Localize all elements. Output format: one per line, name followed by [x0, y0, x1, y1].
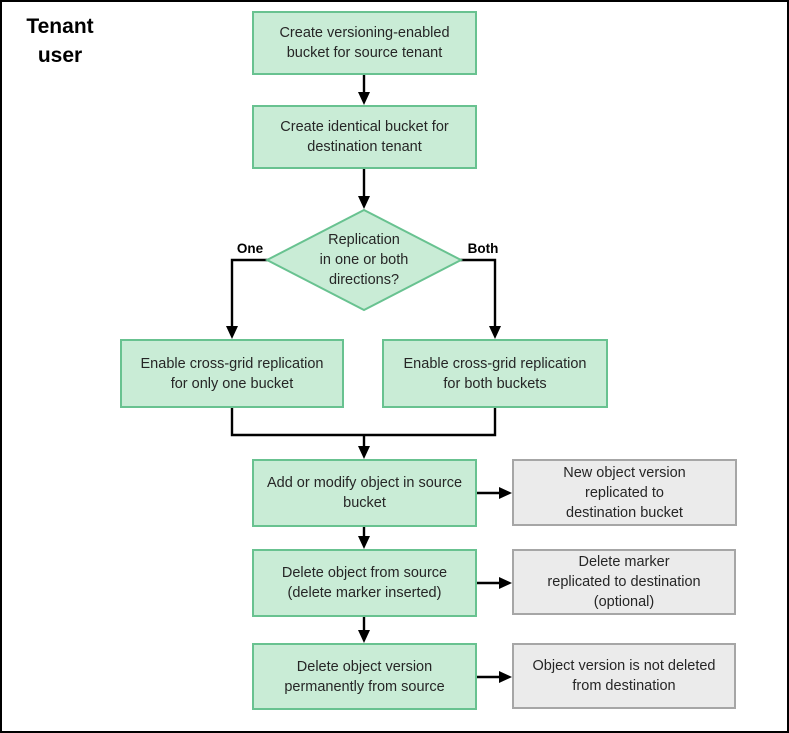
node-add-modify-object: Add or modify object in source bucket	[252, 459, 477, 527]
node-create-destination-bucket: Create identical bucket for destination …	[252, 105, 477, 169]
node-label: Delete object from source (delete marker…	[281, 565, 448, 601]
connector-branch-one	[226, 258, 268, 339]
node-delete-object-source: Delete object from source (delete marker…	[252, 549, 477, 617]
decision-diamond-shape	[264, 208, 464, 312]
node-enable-one-bucket: Enable cross-grid replication for only o…	[120, 339, 344, 408]
branch-label-one: One	[236, 241, 264, 256]
node-create-source-bucket: Create versioning-enabled bucket for sou…	[252, 11, 477, 75]
node-label: Delete object version permanently from s…	[284, 658, 445, 695]
node-label: Enable cross-grid replication for both b…	[403, 355, 587, 392]
decision-label: Replication in one or both directions?	[319, 232, 409, 288]
outcome-delete-marker-replicated: Delete marker replicated to destination …	[512, 549, 736, 615]
outcome-new-version-replicated: New object version replicated to destina…	[512, 459, 737, 526]
actor-label: Tenant user	[26, 15, 94, 67]
outcome-label: Object version is not deleted from desti…	[532, 658, 716, 694]
node-enable-both-buckets: Enable cross-grid replication for both b…	[382, 339, 608, 408]
branch-label-both: Both	[467, 241, 499, 256]
outcome-label: New object version replicated to destina…	[563, 464, 686, 521]
connector-branch-join	[230, 408, 497, 437]
outcome-version-not-deleted: Object version is not deleted from desti…	[512, 643, 736, 709]
node-label: Create identical bucket for destination …	[280, 119, 449, 155]
connector-branch-both	[460, 258, 501, 339]
outcome-label: Delete marker replicated to destination …	[547, 554, 701, 610]
node-label: Create versioning-enabled bucket for sou…	[279, 25, 450, 61]
node-delete-object-version: Delete object version permanently from s…	[252, 643, 477, 710]
node-label: Enable cross-grid replication for only o…	[140, 355, 324, 392]
node-label: Add or modify object in source bucket	[266, 475, 463, 511]
